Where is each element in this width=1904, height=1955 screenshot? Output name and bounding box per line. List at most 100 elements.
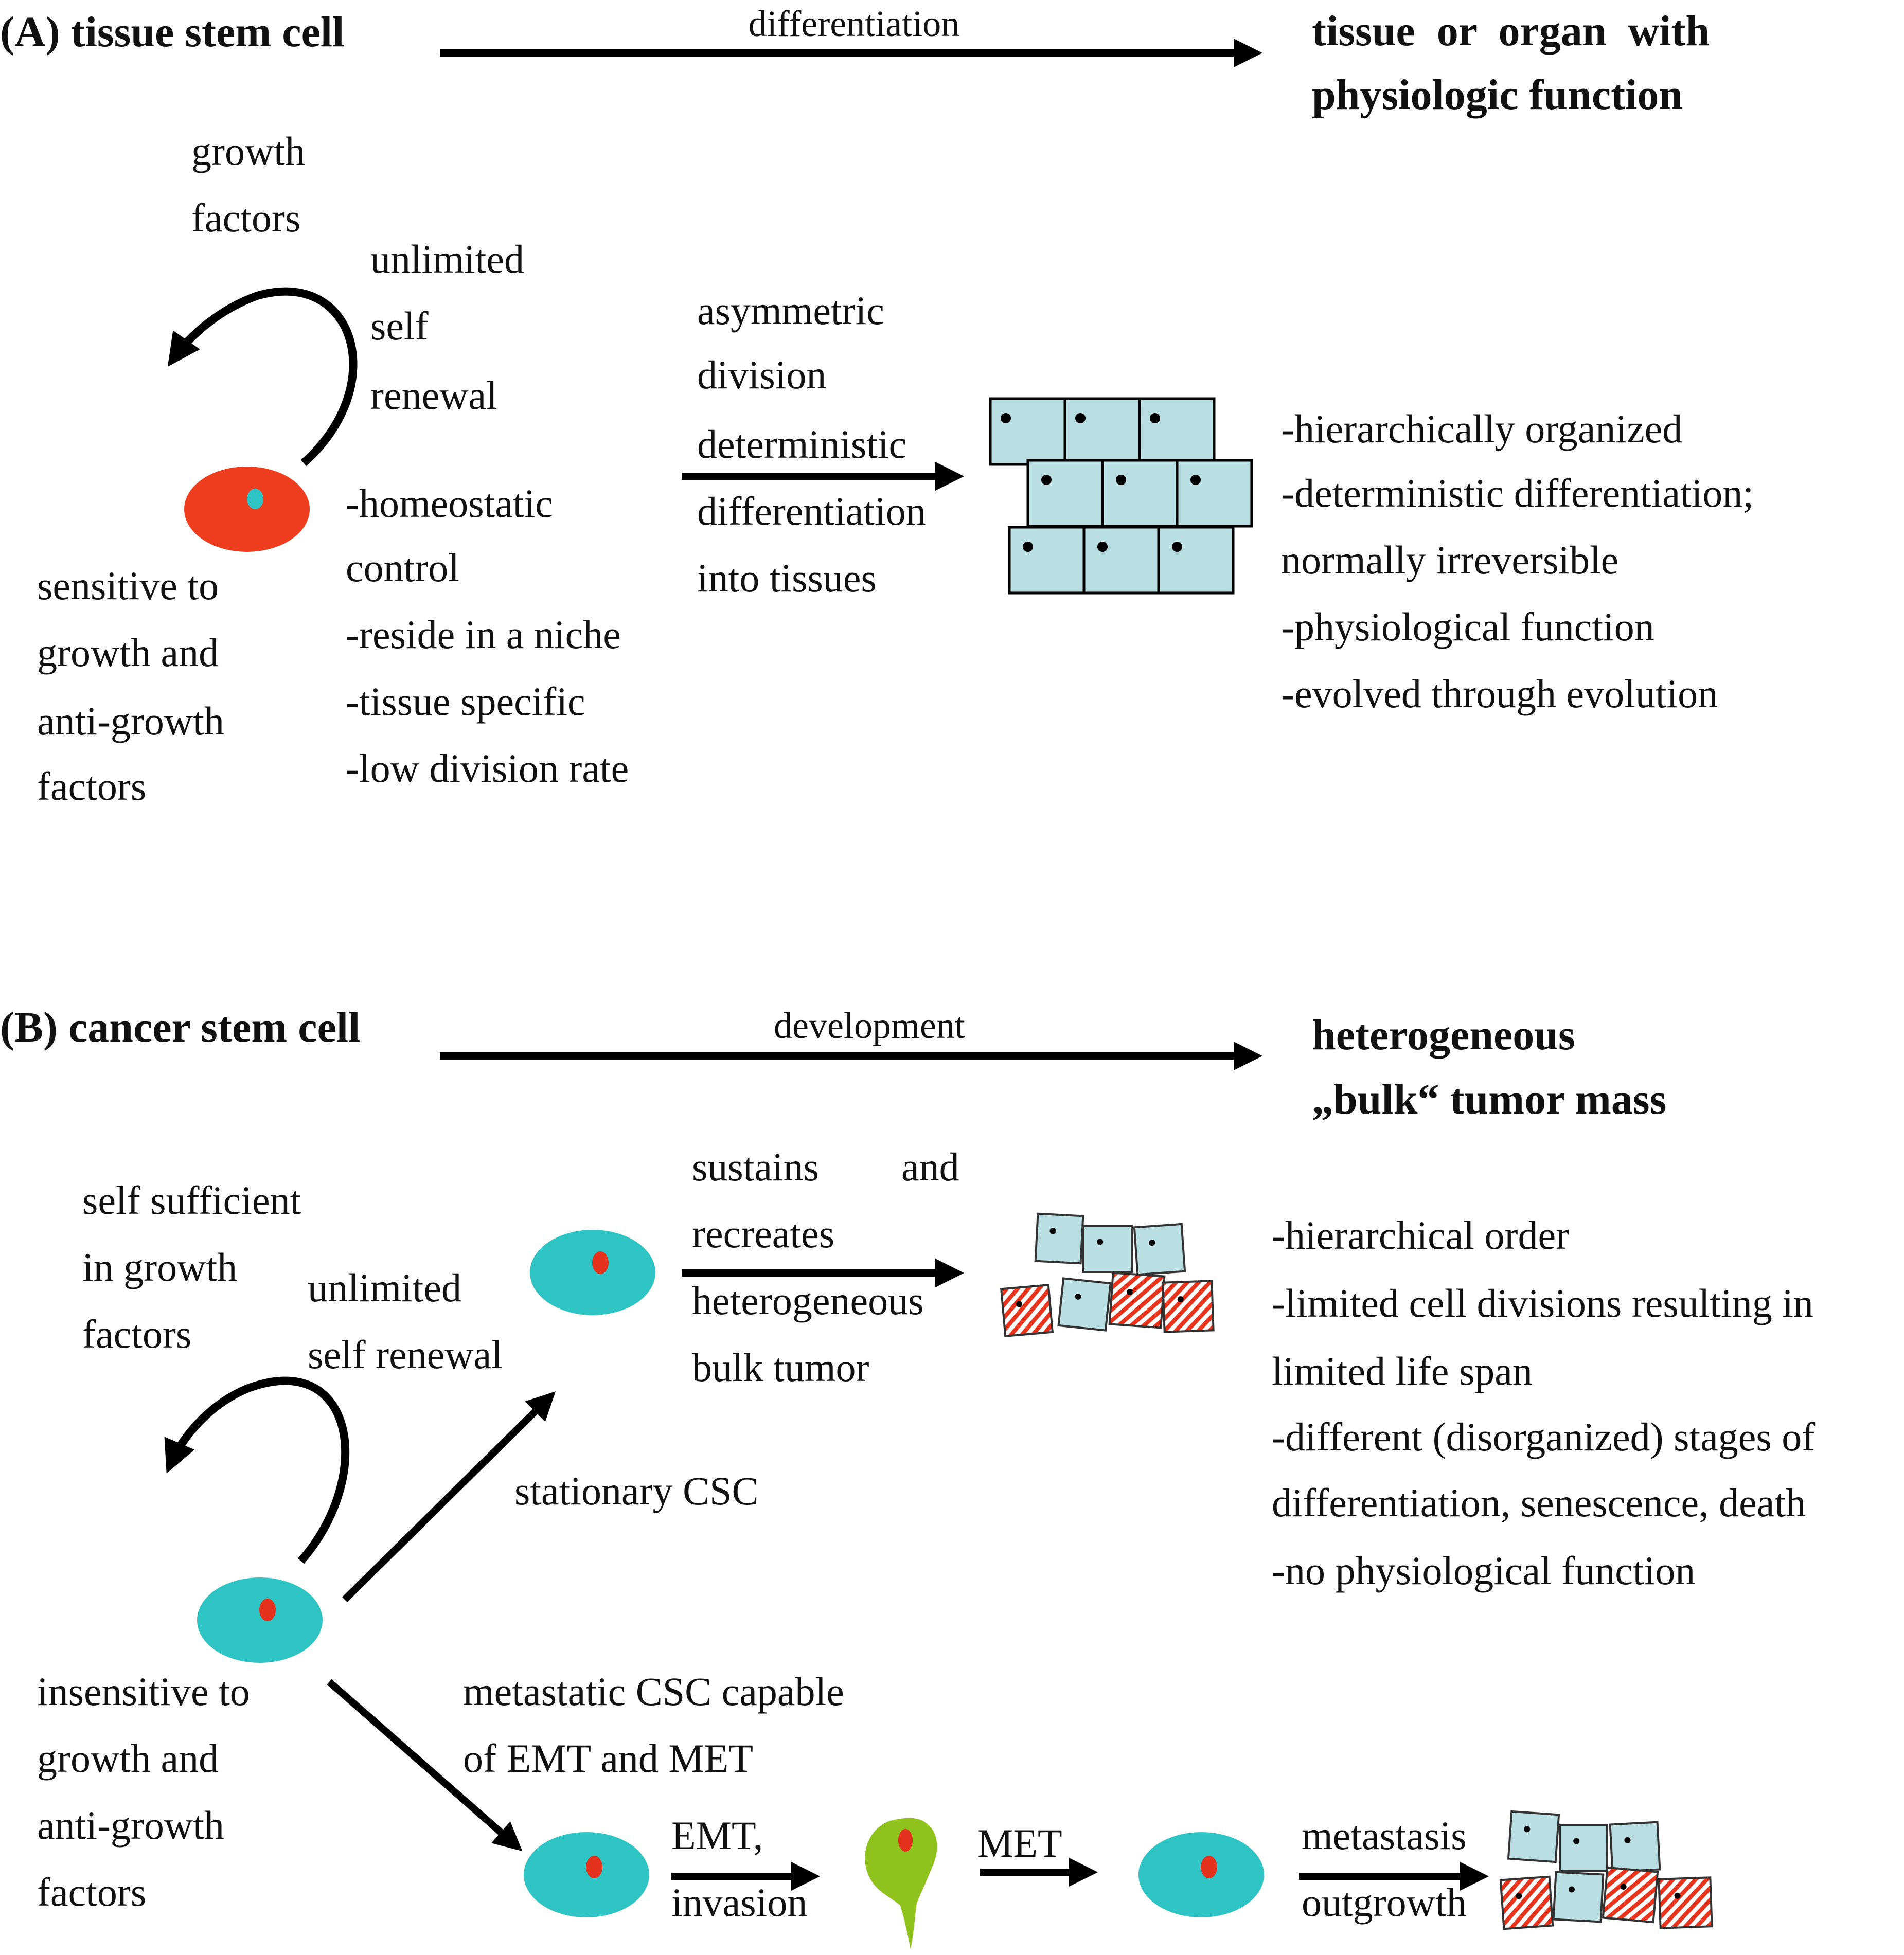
tumor-cell: [1057, 1277, 1112, 1332]
panel-b-target-title-line-2: „bulk“ tumor mass: [1312, 1075, 1666, 1123]
tumor-property-line-6: -no physiological function: [1272, 1548, 1695, 1593]
panel-a-target-title-line-1: tissue or organ with: [1312, 7, 1710, 55]
tumor-property-line-3: limited life span: [1272, 1349, 1533, 1393]
division-label-line-5: into tissues: [697, 555, 877, 600]
tissue-property-line-3: normally irreversible: [1281, 537, 1618, 582]
tumor-cell-senescent: [1108, 1271, 1166, 1329]
metastatic-tumor-cluster: [1499, 1810, 1713, 1930]
metastatic-label-line-2: of EMT and MET: [463, 1736, 753, 1781]
tumor-cell: [1559, 1824, 1608, 1872]
sensitivity-line-1: sensitive to: [37, 563, 219, 608]
tumor-cell-senescent: [1162, 1280, 1215, 1333]
tumor-cell: [1507, 1810, 1560, 1863]
division-label-line-4: differentiation: [697, 489, 926, 533]
sustains-label-word-1: sustains: [692, 1144, 819, 1189]
tissue-cell-nucleus: [1116, 475, 1126, 485]
tumor-property-line-1: -hierarchical order: [1272, 1213, 1569, 1258]
self-renewal-loop-arrow-a: [167, 287, 358, 466]
sensitivity-line-2: growth and: [37, 630, 219, 675]
emt-label-line-2: invasion: [671, 1880, 807, 1925]
migrating-cell-nucleus: [898, 1829, 913, 1852]
sustains-label-line-2: recreates: [692, 1211, 834, 1256]
metastatic-branch-arrow: [327, 1679, 523, 1852]
panel-a: (A) tissue stem cell differentiation tis…: [0, 3, 1754, 809]
outgrowth-label-line-1: metastasis: [1302, 1813, 1467, 1858]
tissue-cell-nucleus: [1075, 413, 1086, 423]
tumor-cell: [1552, 1871, 1605, 1923]
tissue-property-line-5: -evolved through evolution: [1281, 671, 1718, 716]
tumor-cell-senescent: [1000, 1283, 1054, 1338]
tissue-cell-block: [1082, 526, 1160, 595]
cancer-stem-cell-nucleus: [259, 1599, 276, 1621]
tissue-cell-nucleus: [1150, 413, 1160, 423]
panel-b-title: (B) cancer stem cell: [0, 1003, 360, 1051]
tissue-cell-nucleus: [1001, 413, 1011, 423]
tissue-cell-block: [1176, 459, 1253, 528]
outgrowth-label-line-2: outgrowth: [1302, 1880, 1467, 1925]
panel-b-arrow-label: development: [774, 1005, 965, 1046]
tumor-cell: [1034, 1212, 1084, 1265]
property-line-5: -low division rate: [346, 746, 629, 791]
panel-b: (B) cancer stem cell development heterog…: [0, 1003, 1815, 1949]
tumor-cell-senescent: [1602, 1866, 1659, 1924]
tumor-property-line-4: -different (disorganized) stages of: [1272, 1414, 1815, 1459]
sensitivity-line-4: factors: [37, 764, 146, 809]
unlimited-self-renewal-line-2: self renewal: [308, 1332, 503, 1377]
differentiated-tissue-blocks: [989, 397, 1253, 595]
tissue-cell-block: [1138, 397, 1216, 466]
tissue-cell-block: [1008, 526, 1086, 595]
tissue-property-line-2: -deterministic differentiation;: [1281, 471, 1754, 515]
insensitivity-line-1: insensitive to: [37, 1669, 250, 1714]
tissue-cell-block: [1101, 459, 1179, 528]
self-renewal-loop-arrow-b: [164, 1376, 350, 1564]
self-sufficient-line-1: self sufficient: [82, 1178, 301, 1223]
tissue-property-line-4: -physiological function: [1281, 604, 1654, 649]
migrating-cell: [865, 1818, 937, 1949]
tissue-cell-block: [1157, 526, 1235, 595]
stationary-csc-label: stationary CSC: [514, 1468, 759, 1513]
tissue-cell-block: [1063, 397, 1141, 466]
growth-factors-line-1: growth: [191, 129, 305, 173]
sensitivity-line-3: anti-growth: [37, 698, 224, 743]
met-label: MET: [977, 1821, 1062, 1866]
tumor-cell: [1609, 1821, 1661, 1873]
distant-csc-nucleus: [1201, 1856, 1217, 1878]
cancer-stem-cell: [197, 1577, 323, 1663]
insensitivity-line-4: factors: [37, 1870, 146, 1914]
tumor-cell-senescent: [1658, 1876, 1713, 1929]
sustains-label-line-4: bulk tumor: [692, 1345, 869, 1390]
sustains-label-line-3: heterogeneous: [692, 1278, 923, 1323]
sustains-label-word-2: and: [901, 1144, 959, 1189]
self-renewal-line-1: unlimited: [370, 237, 524, 281]
tumor-property-line-5: differentiation, senescence, death: [1272, 1480, 1806, 1525]
insensitivity-line-3: anti-growth: [37, 1803, 224, 1848]
tissue-cell-nucleus: [1097, 542, 1108, 552]
panel-a-title: (A) tissue stem cell: [0, 8, 344, 56]
tissue-property-line-1: -hierarchically organized: [1281, 406, 1682, 451]
insensitivity-line-2: growth and: [37, 1736, 219, 1781]
property-line-2: control: [346, 545, 459, 590]
panel-b-target-title-line-1: heterogeneous: [1312, 1011, 1575, 1059]
growth-factors-line-2: factors: [191, 195, 300, 240]
self-renewal-line-3: renewal: [370, 373, 497, 418]
self-sufficient-line-2: in growth: [82, 1245, 237, 1289]
tumor-cell-senescent: [1499, 1875, 1554, 1930]
tissue-cell-nucleus: [1041, 475, 1052, 485]
tissue-cell-block: [1026, 459, 1104, 528]
tumor-property-line-2: -limited cell divisions resulting in: [1272, 1281, 1813, 1325]
tissue-cell-block: [989, 397, 1066, 466]
self-renewal-line-2: self: [370, 303, 429, 348]
panel-a-target-title-line-2: physiologic function: [1312, 71, 1683, 119]
tissue-cell-nucleus: [1172, 542, 1182, 552]
distant-csc-cell: [1138, 1832, 1264, 1917]
property-line-3: -reside in a niche: [346, 612, 621, 657]
self-sufficient-line-3: factors: [82, 1312, 191, 1356]
division-label-line-2: division: [697, 352, 826, 397]
tissue-cell-nucleus: [1023, 542, 1033, 552]
stationary-csc-nucleus: [592, 1251, 609, 1274]
division-label-line-1: asymmetric: [697, 288, 884, 333]
property-line-4: -tissue specific: [346, 679, 585, 724]
panel-a-arrow-label: differentiation: [749, 3, 960, 44]
tumor-cell: [1133, 1223, 1186, 1276]
